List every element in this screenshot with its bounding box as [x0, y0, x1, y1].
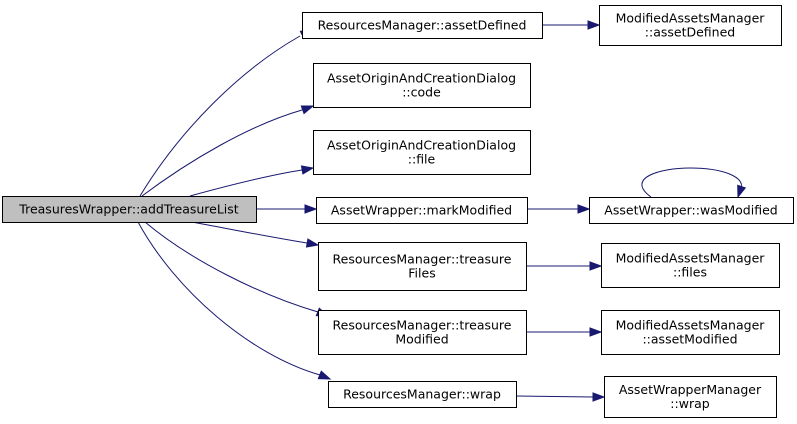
node-rm-assetDefined[interactable]: ResourcesManager::assetDefined [302, 12, 543, 39]
node-box [589, 197, 794, 224]
edge-root-to-aocd_file [189, 165, 315, 197]
node-box [328, 381, 517, 408]
node-label: TreasuresWrapper::addTreasureList [18, 202, 238, 217]
node-label: ::assetDefined [645, 25, 735, 40]
node-label: AssetWrapper::wasModified [604, 203, 777, 218]
arrowhead [317, 370, 332, 380]
node-label: AssetWrapper::markModified [331, 203, 512, 218]
node-box [313, 63, 531, 108]
node-box [599, 5, 782, 46]
node-box [316, 197, 528, 224]
node-label: AssetOriginAndCreationDialog [327, 138, 516, 153]
edge-root-to-rm_treasureModified [144, 221, 330, 317]
edge-root-to-aocd_code [141, 105, 315, 197]
node-label: ResourcesManager::treasure [333, 318, 512, 333]
edge-rm_treasureModified-to-mam_assetModified [526, 327, 603, 337]
edge-line [641, 167, 742, 198]
node-aocd-code[interactable]: AssetOriginAndCreationDialog::code [313, 63, 531, 108]
nodes-layer: TreasuresWrapper::addTreasureListResourc… [2, 5, 794, 418]
node-rm-wrap[interactable]: ResourcesManager::wrap [328, 381, 517, 408]
edge-line [139, 35, 301, 197]
edge-rm_treasureFiles-to-mam_files [526, 261, 603, 271]
edge-line [189, 169, 303, 197]
arrowhead [304, 204, 318, 214]
node-label: ResourcesManager::wrap [343, 387, 501, 402]
edge-root-to-rm_wrap [137, 221, 332, 380]
arrowhead [737, 184, 747, 199]
arrowhead [589, 261, 603, 271]
node-label: ::assetModified [642, 332, 737, 347]
node-box [601, 243, 780, 288]
node-label: ModifiedAssetsManager [616, 318, 766, 333]
node-mam-files[interactable]: ModifiedAssetsManager::files [601, 243, 780, 288]
node-root[interactable]: TreasuresWrapper::addTreasureList [2, 196, 257, 223]
edge-root-to-aw_markModified [256, 204, 318, 214]
edge-root-to-rm_treasureFiles [191, 221, 320, 248]
edge-aw_markModified-to-aw_wasModified [527, 204, 591, 214]
node-box [2, 196, 257, 223]
node-label: Files [408, 266, 435, 281]
node-aw-wasModified[interactable]: AssetWrapper::wasModified [589, 197, 794, 224]
node-label: ::wrap [670, 396, 709, 411]
node-label: AssetOriginAndCreationDialog [327, 71, 516, 86]
edge-aw_wasModified-to-aw_wasModified [641, 167, 747, 199]
arrowhead [587, 20, 601, 30]
edges-layer [137, 20, 747, 402]
node-label: AssetWrapperManager [619, 382, 762, 397]
node-box [318, 242, 527, 291]
arrowhead [592, 392, 606, 402]
node-label: ResourcesManager::assetDefined [318, 18, 527, 33]
node-label: ModifiedAssetsManager [616, 11, 766, 26]
node-box [313, 130, 531, 175]
node-mam-assetDefined[interactable]: ModifiedAssetsManager::assetDefined [599, 5, 782, 46]
edge-line [515, 395, 594, 398]
node-aocd-file[interactable]: AssetOriginAndCreationDialog::file [313, 130, 531, 175]
arrowhead [589, 327, 603, 337]
node-box [302, 12, 543, 39]
edge-line [137, 221, 321, 376]
edge-rm_assetDefined-to-mam_assetDefined [542, 20, 601, 30]
node-label: ModifiedAssetsManager [616, 251, 766, 266]
node-label: ResourcesManager::treasure [333, 252, 512, 267]
node-box [604, 376, 777, 418]
node-mam-assetModified[interactable]: ModifiedAssetsManager::assetModified [601, 310, 780, 355]
node-box [318, 310, 527, 355]
edge-rm_wrap-to-awm_wrap [515, 392, 606, 402]
edge-line [141, 109, 303, 197]
arrowhead [577, 204, 591, 214]
edge-root-to-rm_assetDefined [139, 29, 314, 197]
arrowhead [305, 238, 320, 248]
node-label: Modified [395, 332, 448, 347]
node-box [601, 310, 780, 355]
node-awm-wrap[interactable]: AssetWrapperManager::wrap [604, 376, 777, 418]
arrowhead [300, 165, 315, 175]
node-label: ::files [673, 265, 707, 280]
node-aw-markModified[interactable]: AssetWrapper::markModified [316, 197, 528, 224]
node-label: ::file [408, 152, 436, 167]
edge-line [191, 221, 308, 244]
edge-line [144, 221, 319, 313]
node-label: ::code [402, 85, 441, 100]
arrowhead [300, 105, 315, 115]
